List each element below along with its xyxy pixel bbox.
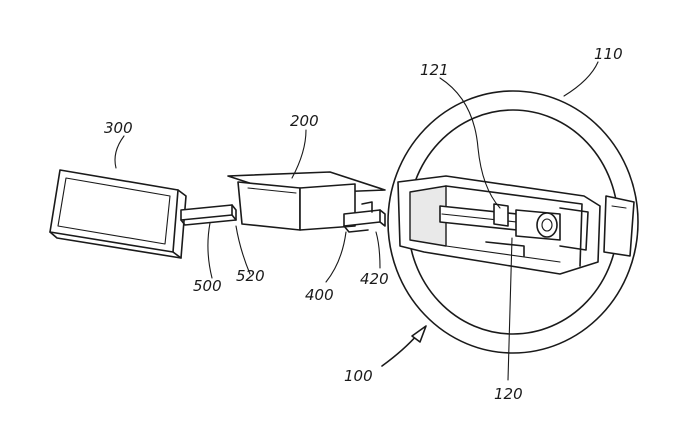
label-420: 420 bbox=[360, 270, 389, 288]
label-121: 121 bbox=[420, 61, 449, 79]
label-100: 100 bbox=[344, 367, 373, 385]
label-110: 110 bbox=[594, 45, 623, 63]
display-panel bbox=[49, 169, 187, 259]
label-500: 500 bbox=[193, 277, 222, 295]
housing-200 bbox=[227, 171, 386, 231]
label-300: 300 bbox=[104, 119, 133, 137]
steering-wheel-100 bbox=[387, 90, 639, 354]
bracket-400 bbox=[343, 201, 386, 233]
label-400: 400 bbox=[305, 286, 334, 304]
arm-500 bbox=[180, 204, 237, 226]
label-520: 520 bbox=[236, 267, 265, 285]
label-120: 120 bbox=[494, 385, 523, 403]
leader-lines bbox=[114, 61, 599, 381]
label-200: 200 bbox=[290, 112, 319, 130]
